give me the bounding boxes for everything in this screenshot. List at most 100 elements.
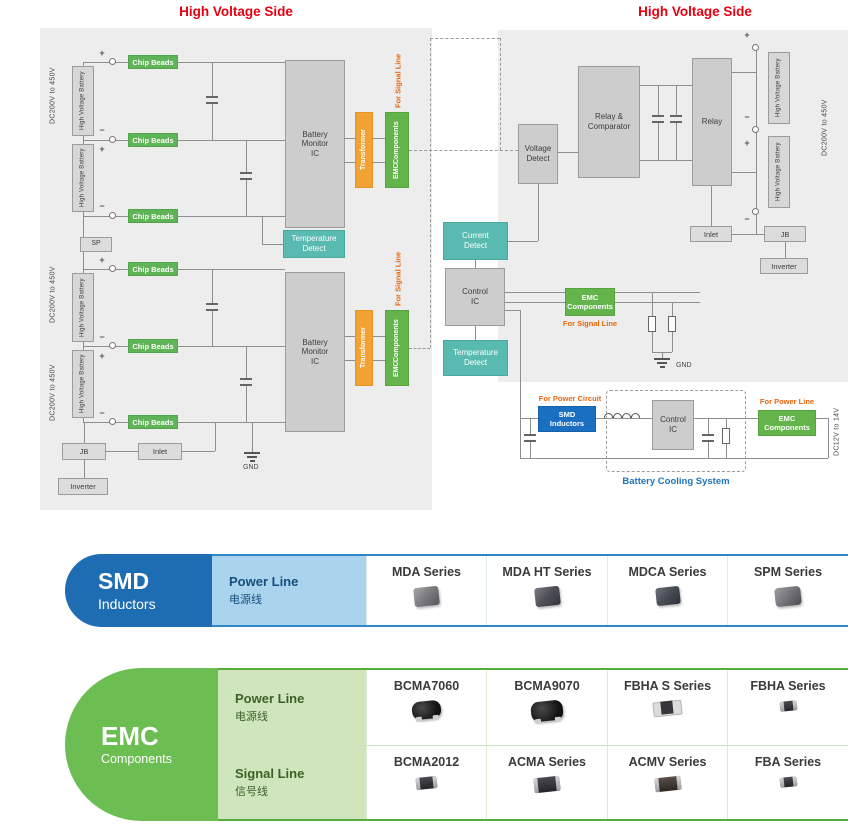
for-power-line-label: For Power Line [759, 396, 815, 406]
for-signal-line-label: For Signal Line [393, 251, 403, 307]
wire [246, 180, 247, 216]
smd-col-spm: SPM Series [727, 556, 848, 625]
wire [475, 326, 476, 340]
capacitor-symbol [670, 121, 682, 123]
dc-voltage-label: DC12V to 14V [833, 407, 841, 457]
dc-voltage-label: DC200V to 450V [49, 266, 57, 324]
table-border [212, 554, 848, 556]
terminal-node [752, 126, 759, 133]
row-label-cn: 信号线 [235, 786, 268, 798]
table-border [218, 668, 848, 670]
wire [212, 104, 213, 140]
emc-col-fbha-s: FBHA S Series [607, 670, 727, 745]
wire [345, 138, 355, 139]
voltage-detect-box: Voltage Detect [518, 124, 558, 184]
capacitor-symbol [652, 121, 664, 123]
signal-dash [430, 38, 500, 39]
ground-symbol [244, 452, 260, 454]
wire [726, 444, 727, 458]
series-name: SPM Series [753, 565, 823, 579]
capacitor-symbol [206, 102, 218, 104]
battery-monitor-ic-box: Battery Monitor IC [285, 60, 345, 228]
series-name: MDA Series [391, 565, 461, 579]
inlet-box: Inlet [690, 226, 732, 242]
table-border [218, 819, 848, 821]
wire [84, 460, 85, 478]
emc-col-acma: ACMA Series [486, 746, 607, 819]
acmv-series-photo [653, 775, 682, 793]
table-border [212, 625, 848, 627]
emc-components-header: EMC Components [65, 668, 218, 821]
left-hv-side-title: High Voltage Side [179, 4, 293, 19]
signal-dash [500, 38, 501, 150]
table-row-separator [218, 745, 848, 746]
spm-series-photo [774, 585, 802, 608]
wire [558, 152, 578, 153]
right-hv-side-title: High Voltage Side [638, 4, 752, 19]
emc-line2: Components [392, 120, 400, 164]
series-name: FBA Series [754, 755, 822, 769]
emc-title: EMC [101, 721, 159, 752]
wire [676, 123, 677, 160]
wire [530, 418, 531, 434]
hv-battery-box: High Voltage Battery [768, 136, 790, 208]
temperature-detect-box: Temperature Detect [443, 340, 508, 376]
hv-battery-box: High Voltage Battery [72, 273, 94, 342]
wire [756, 48, 757, 234]
wire [84, 422, 85, 443]
wire [662, 352, 663, 358]
wire [262, 216, 263, 244]
wire [246, 386, 247, 422]
wire [345, 360, 355, 361]
wire [212, 269, 213, 303]
terminal-node [109, 212, 116, 219]
row-label-en: Power Line [229, 574, 299, 589]
capacitor-symbol [206, 309, 218, 311]
wire [732, 234, 764, 235]
wire [252, 422, 253, 452]
bcma9070-photo [530, 699, 564, 723]
sp-box: SP [80, 237, 112, 252]
varistor-symbol [722, 428, 730, 444]
battery-cooling-system-title: Battery Cooling System [622, 476, 730, 487]
wire [345, 336, 355, 337]
chip-beads-box: Chip Beads [128, 339, 178, 353]
wire [676, 85, 677, 115]
wire [520, 310, 521, 458]
emc-col-bcma9070: BCMA9070 [486, 670, 607, 745]
series-name: FBHA Series [750, 679, 826, 693]
wire [246, 346, 247, 378]
wire [816, 418, 828, 419]
signal-dash [430, 38, 431, 348]
capacitor-symbol [240, 378, 252, 380]
wire [672, 332, 673, 352]
wire [215, 422, 216, 451]
dc-voltage-label: DC200V to 450V [49, 67, 57, 125]
wire [508, 241, 538, 242]
smd-line2: Inductors [549, 419, 585, 428]
chip-beads-box: Chip Beads [128, 133, 178, 147]
mdca-series-photo [654, 585, 681, 607]
dc-voltage-label: DC200V to 450V [821, 99, 829, 157]
emc-subtitle: Components [101, 751, 172, 766]
emc-line2: Components [392, 318, 400, 362]
mda-series-photo [413, 585, 440, 608]
cooling-circuit-outline [606, 390, 746, 472]
series-name: MDCA Series [628, 565, 707, 579]
polarity-minus: − [744, 214, 750, 224]
wire [373, 336, 385, 337]
for-power-circuit-label: For Power Circuit [538, 393, 602, 403]
for-signal-line-label: For Signal Line [562, 318, 618, 328]
wire [178, 269, 285, 270]
capacitor-symbol [702, 440, 714, 442]
wire [83, 62, 128, 63]
wire [178, 140, 285, 141]
wire [83, 422, 128, 423]
hv-battery-box: High Voltage Battery [72, 144, 94, 212]
smd-col-mda-ht: MDA HT Series [486, 556, 607, 625]
series-name: FBHA S Series [623, 679, 712, 693]
wire [246, 140, 247, 172]
